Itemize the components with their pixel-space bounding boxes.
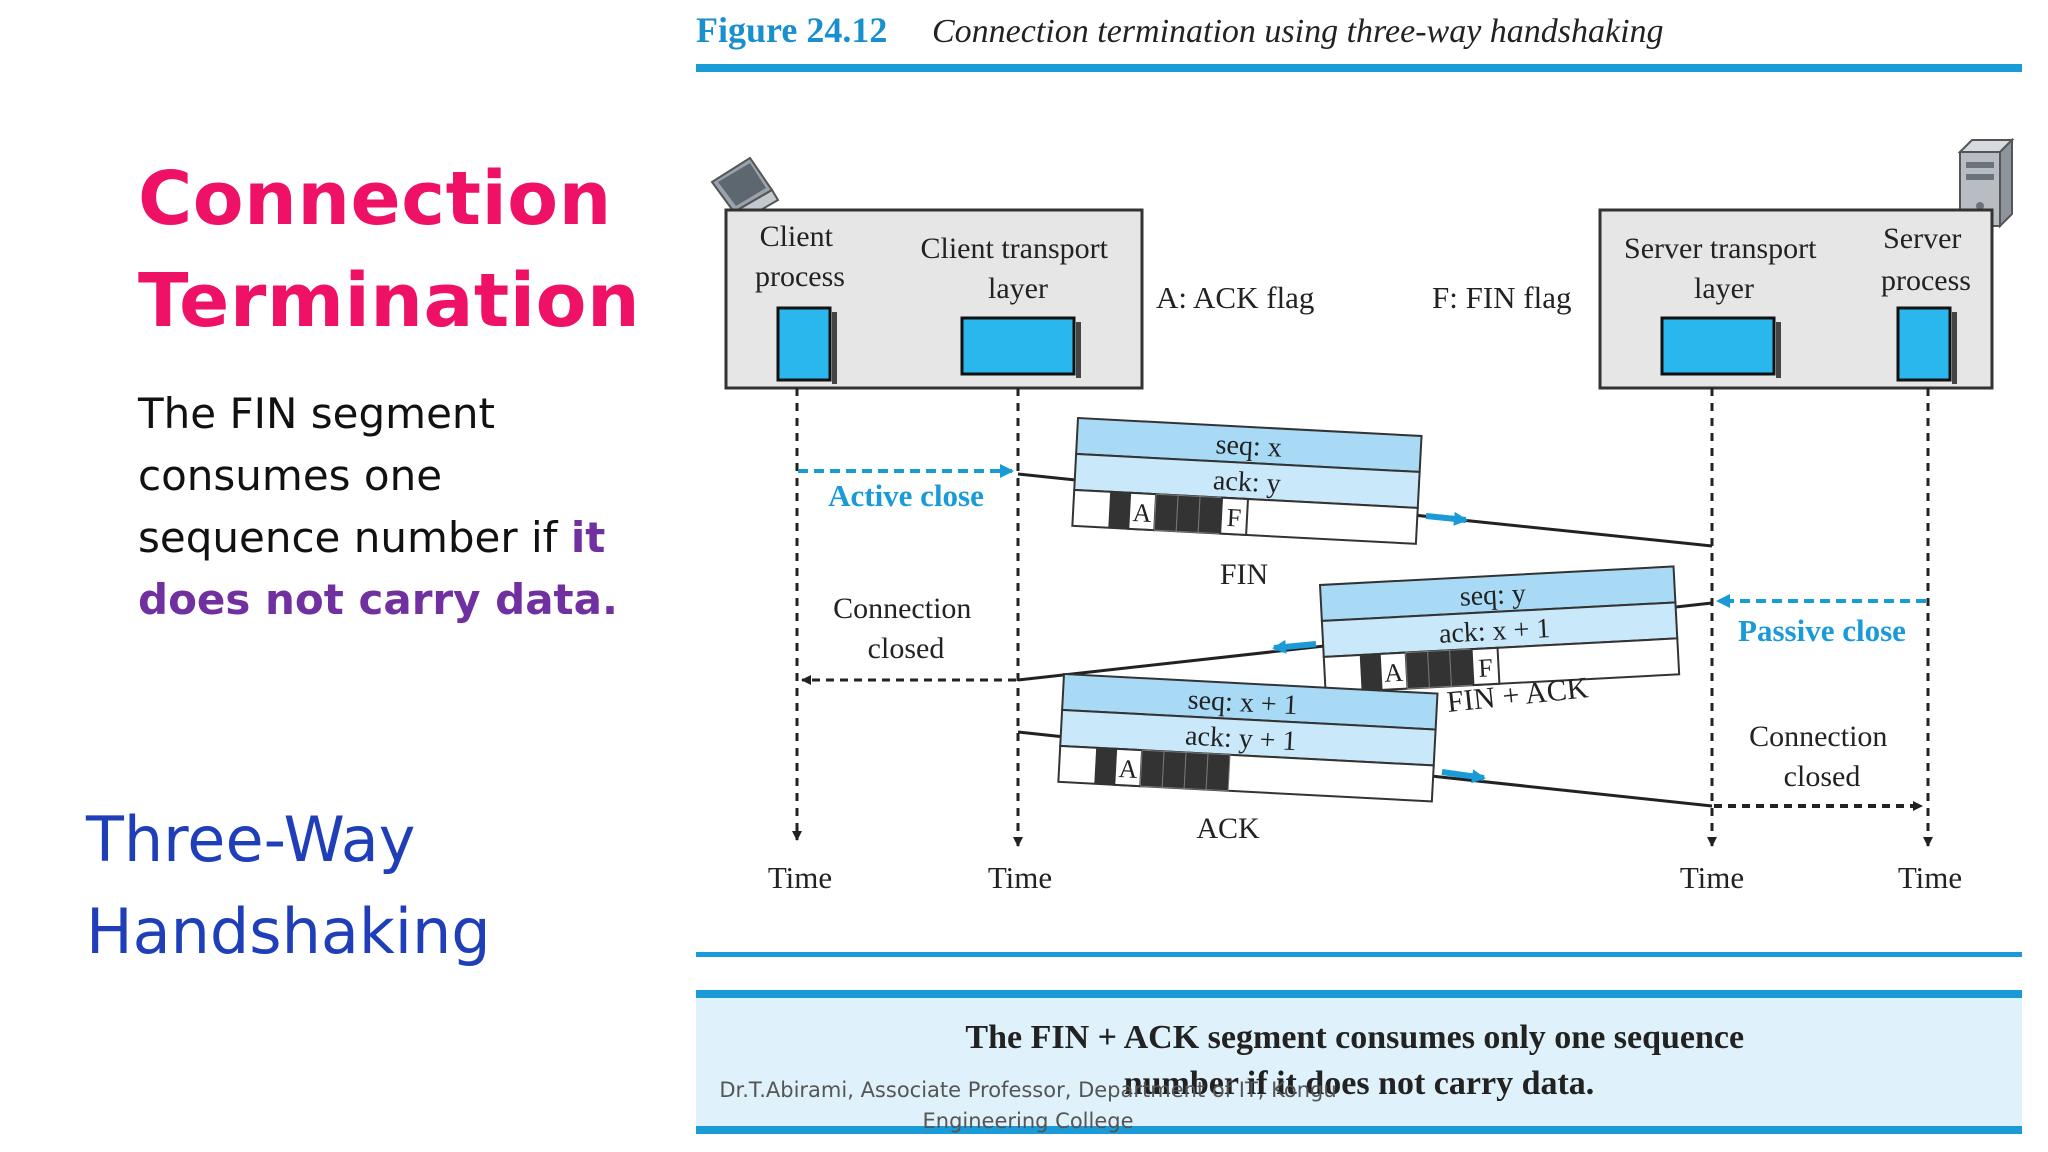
note-text: The FIN + ACK segment consumes only one … [965,1019,1752,1102]
fin-seq: seq: x [1215,429,1283,463]
time-label-client-transport: Time [988,860,1052,895]
slide-title: Connection Termination [138,148,640,352]
fin-flag-f: F [1226,503,1242,533]
bottom-rule [696,952,2022,957]
ack-flag-a: A [1118,754,1138,784]
ack-direction-arrow [1441,769,1486,784]
client-process-block [776,306,832,382]
fin-ack-ack: ack: x + 1 [1438,613,1551,650]
server-connection-closed-label: Connection closed [1749,720,1895,793]
footer-line2: Engineering College [922,1109,1134,1133]
fin-flag-a: A [1132,498,1152,528]
fin-segment-name: FIN [1220,558,1268,591]
subtitle-line1: Three-Way [86,803,416,876]
time-label-client-process: Time [768,860,832,895]
fin-ack-flag-f: F [1478,653,1494,683]
time-label-server-transport: Time [1680,860,1744,895]
desc-highlight: it does not carry data. [138,513,618,624]
server-transport-label: Server transport layer [1624,232,1824,305]
legend-fin-flag: F: FIN flag [1432,280,1572,315]
figure-caption: Connection termination using three-way h… [932,13,1664,50]
desc-plain: The FIN segment consumes one sequence nu… [138,389,571,562]
footer-line1: Dr.T.Abirami, Associate Professor, Depar… [719,1078,1337,1102]
fin-ack-segment: seq: y ack: x + 1 A F [1318,565,1681,694]
note-box [696,990,2022,1132]
ack-segment-name: ACK [1196,812,1260,845]
server-process-block [1896,306,1952,382]
fin-ack: ack: y [1212,465,1281,499]
fin-ack-flag-a: A [1384,658,1404,688]
server-transport-block [1660,316,1776,376]
server-process-label: Server process [1881,222,1971,297]
top-rule [696,64,2022,72]
client-process-label: Client process [755,220,845,293]
slide-title-line1: Connection [138,156,612,242]
client-transport-block [960,316,1076,376]
client-connection-closed-label: Connection closed [833,592,979,665]
legend-ack-flag: A: ACK flag [1156,280,1314,315]
time-label-server-process: Time [1898,860,1962,895]
slide-description: The FIN segment consumes one sequence nu… [138,383,638,631]
ack-ack: ack: y + 1 [1184,720,1297,757]
ack-segment: seq: x + 1 ack: y + 1 A [1057,672,1439,803]
passive-close-label: Passive close [1738,613,1906,648]
slide-title-line2: Termination [138,258,641,344]
slide-footer: Dr.T.Abirami, Associate Professor, Depar… [718,1075,1338,1137]
fin-segment: seq: x ack: y A F [1071,416,1423,545]
subtitle-line2: Handshaking [86,895,491,968]
client-transport-label: Client transport layer [921,232,1116,305]
active-close-label: Active close [828,478,984,513]
slide-subtitle: Three-Way Handshaking [86,794,491,978]
fin-ack-seq: seq: y [1459,578,1527,612]
fin-direction-arrow [1425,511,1468,526]
ack-seq: seq: x + 1 [1187,685,1298,722]
fin-ack-direction-arrow [1272,639,1317,654]
figure-number: Figure 24.12 [696,10,887,50]
